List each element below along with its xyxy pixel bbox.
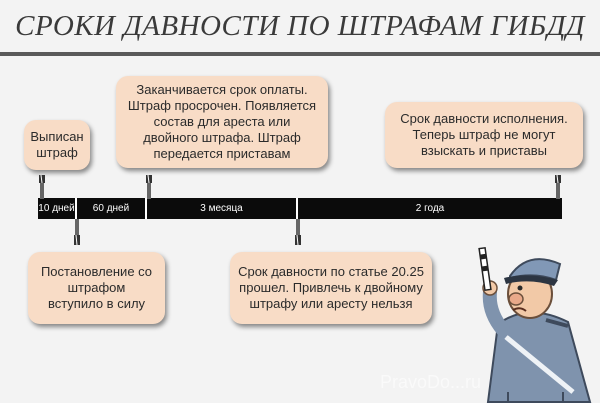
- timeline-segment-10-days: 10 дней: [38, 203, 75, 214]
- title-underline: [0, 52, 600, 56]
- card-decision-effect-text: Постановление со штрафом вступило в силу: [40, 264, 153, 311]
- card-payment-end: Заканчивается срок оплаты. Штраф просроч…: [116, 76, 328, 168]
- card-fine-issued: Выписан штраф: [24, 120, 90, 170]
- card-fine-issued-text: Выписан штраф: [30, 129, 84, 160]
- pin-icon: [555, 174, 561, 199]
- timeline-segment-60-days: 60 дней: [92, 203, 130, 214]
- timeline-divider: [145, 198, 147, 219]
- timeline-divider: [296, 198, 298, 219]
- pin-icon: [39, 174, 45, 199]
- traffic-police-officer-illustration: [478, 246, 592, 403]
- timeline-segment-3-months: 3 месяца: [200, 203, 243, 214]
- timeline-segment-2-years: 2 года: [415, 203, 445, 214]
- timeline-bar: [38, 198, 562, 219]
- pin-icon: [74, 219, 80, 246]
- card-decision-effect: Постановление со штрафом вступило в силу: [28, 252, 165, 324]
- page-title: СРОКИ ДАВНОСТИ ПО ШТРАФАМ ГИБДД: [15, 10, 585, 42]
- card-payment-end-text: Заканчивается срок оплаты. Штраф просроч…: [127, 82, 317, 161]
- card-execution-limit: Срок давности исполнения. Теперь штраф н…: [385, 102, 583, 168]
- pin-icon: [295, 219, 301, 246]
- watermark: PravoDo...ru: [380, 372, 482, 392]
- card-article-limit: Срок давности по статье 20.25 прошел. Пр…: [230, 252, 432, 324]
- card-execution-limit-text: Срок давности исполнения. Теперь штраф н…: [400, 111, 568, 158]
- pin-icon: [146, 174, 152, 199]
- card-article-limit-text: Срок давности по статье 20.25 прошел. Пр…: [238, 264, 424, 311]
- timeline-divider: [75, 198, 77, 219]
